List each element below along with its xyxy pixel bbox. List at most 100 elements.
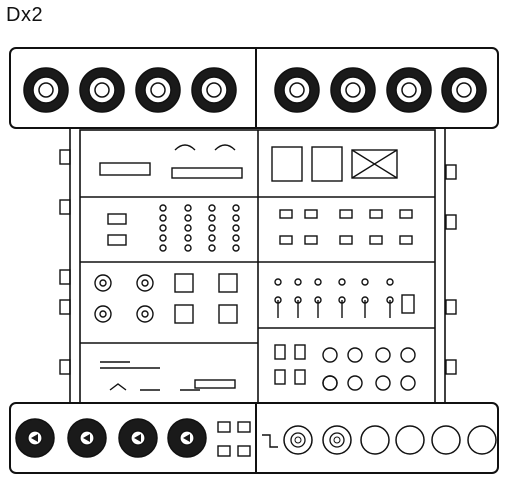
part-link-v bbox=[294, 369, 306, 385]
left-rail-tab bbox=[59, 199, 71, 215]
part-link-1 bbox=[184, 234, 192, 242]
part-link-1 bbox=[184, 244, 192, 252]
part-hinge-top bbox=[369, 209, 383, 219]
part-bolt bbox=[361, 278, 369, 286]
part-bolt bbox=[314, 278, 322, 286]
top-tire-row bbox=[23, 67, 487, 113]
right-rail-tab bbox=[445, 214, 457, 230]
dark-wheel-2 bbox=[67, 418, 107, 458]
part-link-0 bbox=[159, 234, 167, 242]
tire-6 bbox=[330, 67, 376, 113]
part-hub-center bbox=[99, 279, 107, 287]
part-strip bbox=[194, 379, 236, 389]
part-bolt bbox=[294, 278, 302, 286]
right-rail-tab bbox=[445, 359, 457, 375]
hub-wheel-6 bbox=[467, 425, 497, 455]
left-rail-tab bbox=[59, 269, 71, 285]
part-cross bbox=[351, 149, 398, 179]
part-gear bbox=[400, 347, 416, 363]
left-rail-tab bbox=[59, 299, 71, 315]
part-hinge-top bbox=[279, 209, 293, 219]
part-link-2 bbox=[208, 214, 216, 222]
part-hinge-top bbox=[339, 209, 353, 219]
part-link-2 bbox=[208, 224, 216, 232]
part-hinge-bottom bbox=[369, 235, 383, 245]
part-tab bbox=[401, 294, 415, 314]
tire-4 bbox=[191, 67, 237, 113]
dark-wheel-4 bbox=[167, 418, 207, 458]
part-detail bbox=[59, 144, 457, 391]
part-gear bbox=[322, 347, 338, 363]
hub-wheel-2 bbox=[322, 425, 352, 455]
tire-7 bbox=[386, 67, 432, 113]
part-gear bbox=[400, 375, 416, 391]
bottom-wheel-row bbox=[15, 418, 497, 458]
sprue-frame bbox=[9, 47, 499, 474]
part-square bbox=[174, 304, 194, 324]
part-hub bbox=[136, 305, 154, 323]
part-link-1 bbox=[184, 204, 192, 212]
left-rail-tab bbox=[59, 149, 71, 165]
part-link-1 bbox=[184, 224, 192, 232]
part-panel-b bbox=[311, 146, 343, 182]
part-link-0 bbox=[159, 204, 167, 212]
part-link-3 bbox=[232, 224, 240, 232]
part-hub-center bbox=[99, 310, 107, 318]
tire-3 bbox=[135, 67, 181, 113]
part-gear bbox=[347, 347, 363, 363]
part-link-3 bbox=[232, 214, 240, 222]
hub-wheel-3 bbox=[360, 425, 390, 455]
part-link-2 bbox=[208, 244, 216, 252]
part-levers bbox=[109, 383, 200, 391]
part-gear bbox=[375, 347, 391, 363]
part-link-v bbox=[294, 344, 306, 360]
part-link-v bbox=[274, 344, 286, 360]
part-square bbox=[218, 273, 238, 293]
hub-wheel-1 bbox=[283, 425, 313, 455]
tire-2 bbox=[79, 67, 125, 113]
part-hinge-bottom bbox=[399, 235, 413, 245]
part-clip-b bbox=[107, 234, 127, 246]
left-rail-tab bbox=[59, 359, 71, 375]
part-link-3 bbox=[232, 244, 240, 252]
part-hinge-top bbox=[304, 209, 318, 219]
hub-wheel-4 bbox=[395, 425, 425, 455]
hub-wheel-5 bbox=[431, 425, 461, 455]
part-bolt bbox=[386, 278, 394, 286]
part-hub-center bbox=[141, 310, 149, 318]
part-plate bbox=[171, 167, 243, 179]
part-hinge-top bbox=[399, 209, 413, 219]
part-panel-a bbox=[271, 146, 303, 182]
part-bolt bbox=[274, 278, 282, 286]
part-square bbox=[218, 304, 238, 324]
part-hub-center bbox=[141, 279, 149, 287]
part-bar bbox=[100, 361, 160, 369]
part-square bbox=[174, 273, 194, 293]
sprue-title: Dx2 bbox=[6, 4, 44, 26]
part-link-v bbox=[274, 369, 286, 385]
part-link-0 bbox=[159, 214, 167, 222]
part-bracket bbox=[174, 144, 236, 151]
bracket-parts bbox=[217, 421, 278, 457]
dark-wheel-3 bbox=[118, 418, 158, 458]
part-link-1 bbox=[184, 214, 192, 222]
part-link-2 bbox=[208, 234, 216, 242]
part-link-2 bbox=[208, 204, 216, 212]
tire-8 bbox=[441, 67, 487, 113]
part-hub bbox=[136, 274, 154, 292]
part-hub bbox=[94, 274, 112, 292]
right-rail-tab bbox=[445, 299, 457, 315]
part-panel-c bbox=[351, 149, 398, 179]
part-gear bbox=[347, 375, 363, 391]
tire-5 bbox=[274, 67, 320, 113]
tire-1 bbox=[23, 67, 69, 113]
part-clip-a bbox=[107, 213, 127, 225]
dark-wheel-1 bbox=[15, 418, 55, 458]
part-hinge-bottom bbox=[279, 235, 293, 245]
part-axle bbox=[99, 162, 151, 176]
part-link-0 bbox=[159, 244, 167, 252]
part-link-0 bbox=[159, 224, 167, 232]
top-runner bbox=[9, 47, 499, 129]
part-link-3 bbox=[232, 204, 240, 212]
